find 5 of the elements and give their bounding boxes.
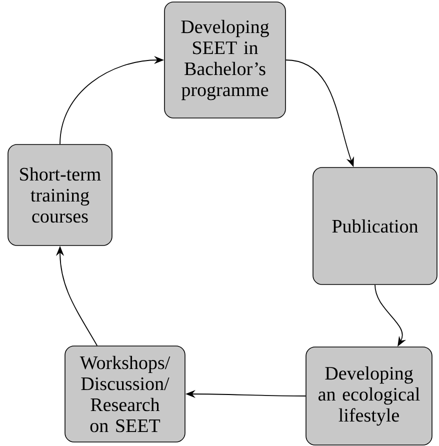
process-box: Developing an ecological lifestyle — [306, 346, 432, 446]
process-box: Publication — [312, 167, 438, 285]
process-box: Developing SEET in Bachelor’s programme — [164, 2, 286, 118]
process-box: Workshops/ Discussion/ Research on SEET — [64, 346, 186, 442]
process-box: Short-term training courses — [8, 144, 112, 246]
